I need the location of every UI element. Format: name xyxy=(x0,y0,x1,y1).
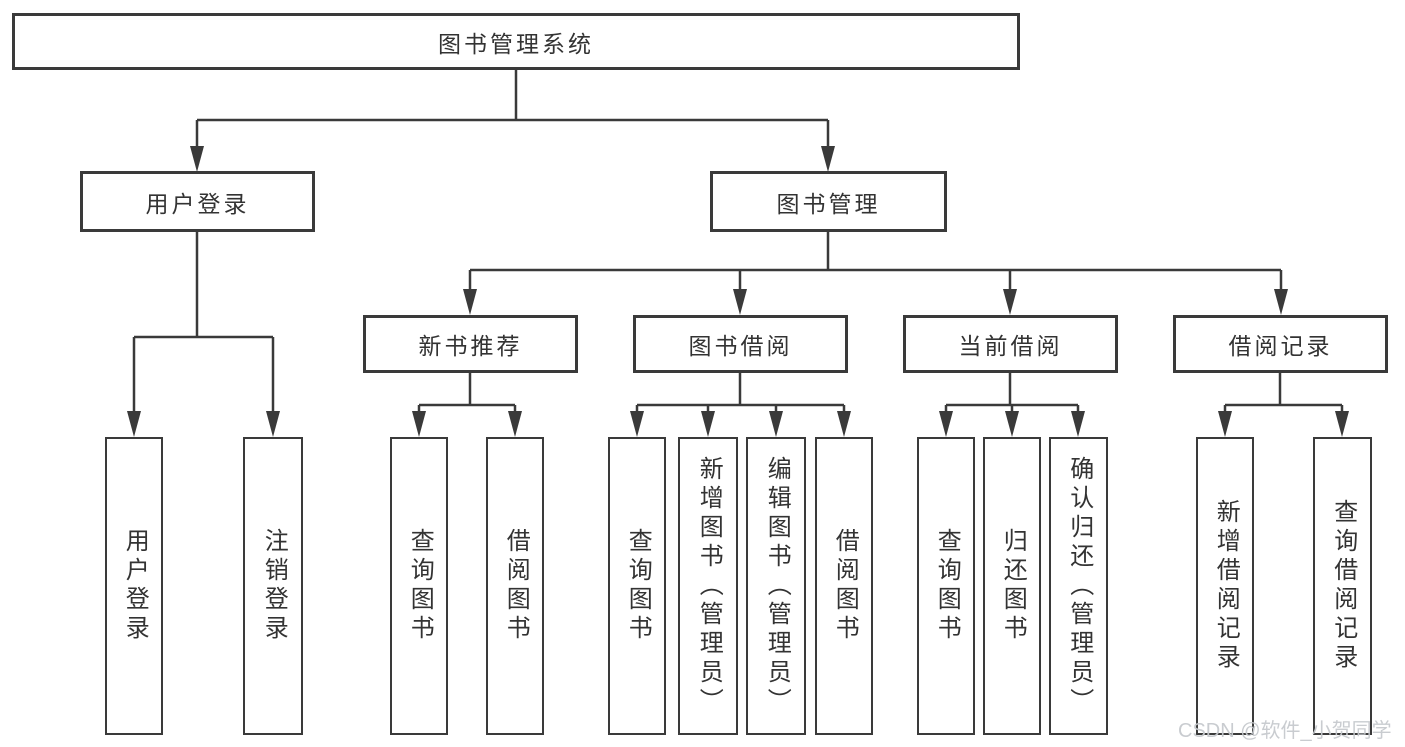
node-library-management-system: 图书管理系统 xyxy=(12,13,1020,70)
node-new-book-recommendation: 新书推荐 xyxy=(363,315,578,373)
node-label: 图书管理 xyxy=(776,190,881,217)
leaf-label: 查询图书 xyxy=(933,528,961,644)
leaf-label: 新增图书（管理员） xyxy=(695,455,723,717)
leaf-label: 查询借阅记录 xyxy=(1329,499,1357,673)
node-borrowing-records: 借阅记录 xyxy=(1173,315,1388,373)
node-user-login: 用户登录 xyxy=(80,171,315,232)
leaf-return-books: 归还图书 xyxy=(983,437,1041,735)
csdn-watermark: CSDN @软件_小贺同学 xyxy=(1178,720,1392,742)
leaf-label: 确认归还（管理员） xyxy=(1065,455,1093,717)
leaf-confirm-return-admin: 确认归还（管理员） xyxy=(1049,437,1108,735)
leaf-logout: 注销登录 xyxy=(243,437,303,735)
arrowhead-icons xyxy=(127,146,1349,437)
node-label: 用户登录 xyxy=(145,190,250,217)
leaf-label: 归还图书 xyxy=(999,528,1027,644)
node-current-borrowing: 当前借阅 xyxy=(903,315,1118,373)
leaf-label: 借阅图书 xyxy=(831,528,859,644)
connector-lines xyxy=(132,70,1344,415)
leaf-label: 编辑图书（管理员） xyxy=(763,455,791,717)
leaf-borrow-books-recommend: 借阅图书 xyxy=(486,437,544,735)
leaf-edit-book-admin: 编辑图书（管理员） xyxy=(746,437,806,735)
leaf-query-books-recommend: 查询图书 xyxy=(390,437,448,735)
node-label: 图书管理系统 xyxy=(438,30,594,57)
leaf-add-book-admin: 新增图书（管理员） xyxy=(678,437,738,735)
leaf-query-books-current: 查询图书 xyxy=(917,437,975,735)
leaf-label: 用户登录 xyxy=(121,528,149,644)
leaf-label: 新增借阅记录 xyxy=(1212,499,1240,673)
leaf-user-login: 用户登录 xyxy=(105,437,163,735)
leaf-query-books-borrowing: 查询图书 xyxy=(608,437,666,735)
node-label: 图书借阅 xyxy=(688,333,793,359)
node-label: 当前借阅 xyxy=(958,333,1063,359)
leaf-label: 查询图书 xyxy=(624,528,652,644)
node-label: 借阅记录 xyxy=(1228,333,1333,359)
leaf-query-borrow-record: 查询借阅记录 xyxy=(1313,437,1372,735)
node-book-management: 图书管理 xyxy=(710,171,947,232)
leaf-add-borrow-record: 新增借阅记录 xyxy=(1196,437,1254,735)
leaf-borrow-books-borrowing: 借阅图书 xyxy=(815,437,873,735)
node-label: 新书推荐 xyxy=(418,333,523,359)
leaf-label: 注销登录 xyxy=(260,528,288,644)
leaf-label: 查询图书 xyxy=(406,528,434,644)
leaf-label: 借阅图书 xyxy=(502,528,530,644)
node-book-borrowing: 图书借阅 xyxy=(633,315,848,373)
